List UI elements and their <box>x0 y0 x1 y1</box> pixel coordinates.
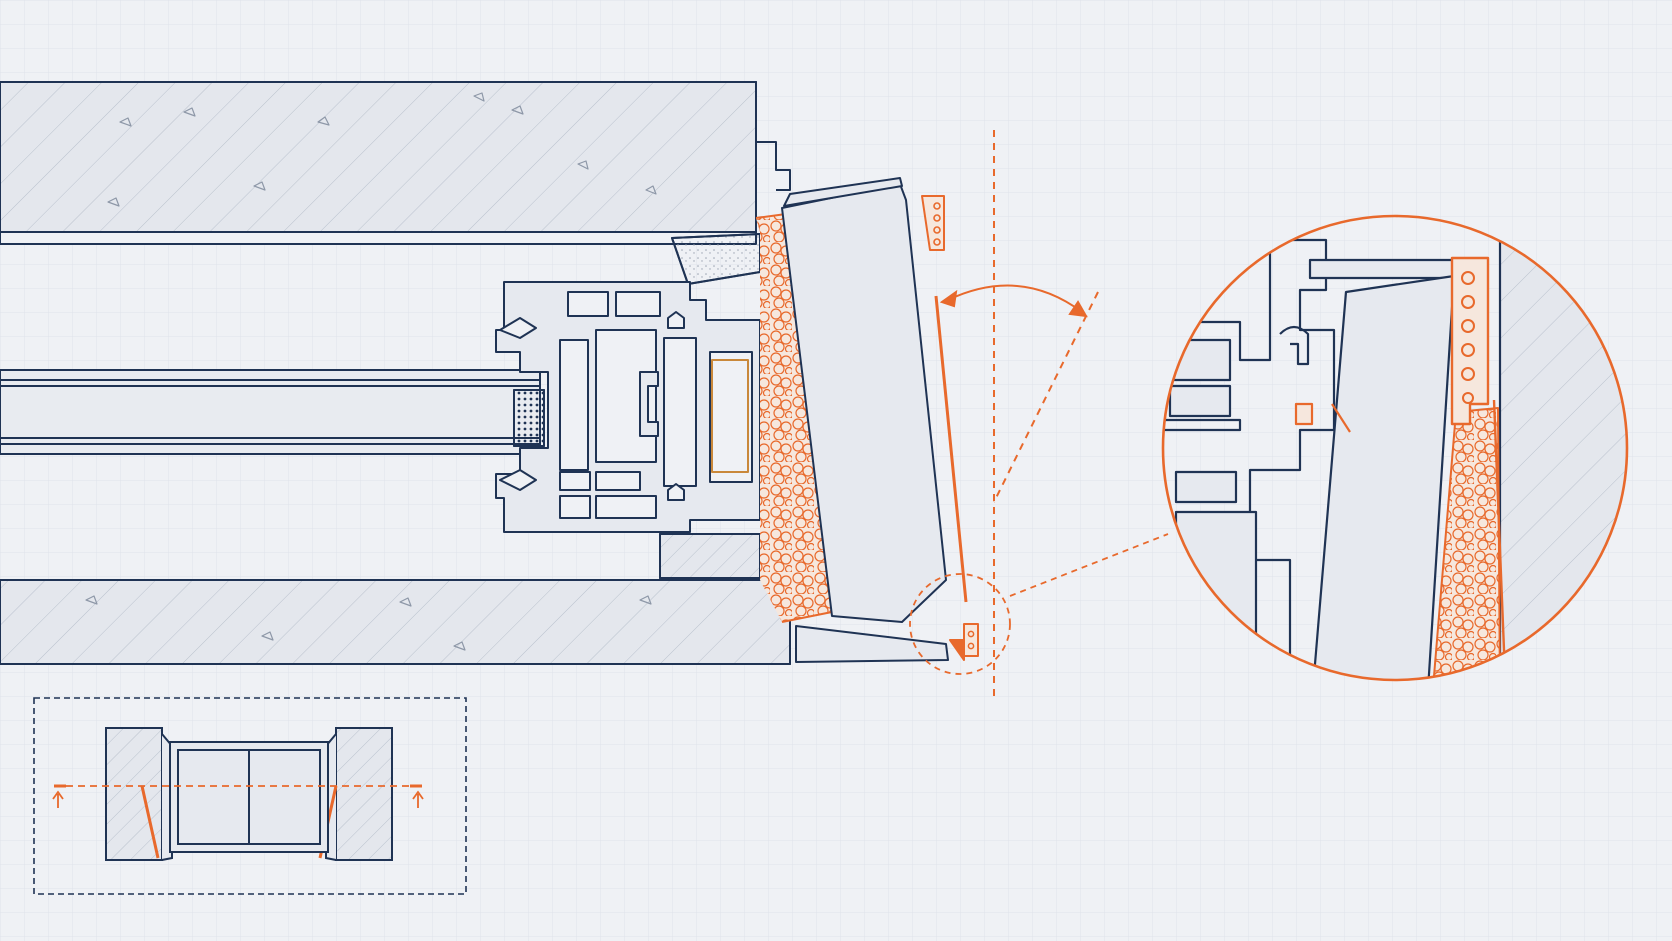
bottom-fixing-bracket <box>949 623 979 661</box>
detail-callout <box>909 533 1169 675</box>
double-glazing <box>0 369 541 455</box>
glazing-spacer <box>513 389 545 447</box>
masonry-wall-sill <box>0 533 791 665</box>
reveal-seal-line <box>934 295 968 603</box>
angle-dimension <box>939 130 1099 700</box>
top-fixing-bracket <box>921 195 945 251</box>
head-soffit <box>0 231 757 245</box>
window-frame-profile <box>495 281 761 533</box>
glazing-spacer-outline <box>513 389 545 447</box>
masonry-wall-head <box>0 81 757 233</box>
detail-magnifier <box>1161 214 1629 682</box>
reveal-board-top-edge <box>783 177 903 207</box>
sill-edge-plate <box>795 625 949 663</box>
head-flashing-step <box>756 141 791 191</box>
foam-texture <box>756 214 832 622</box>
elevation-key-plan <box>33 697 467 895</box>
